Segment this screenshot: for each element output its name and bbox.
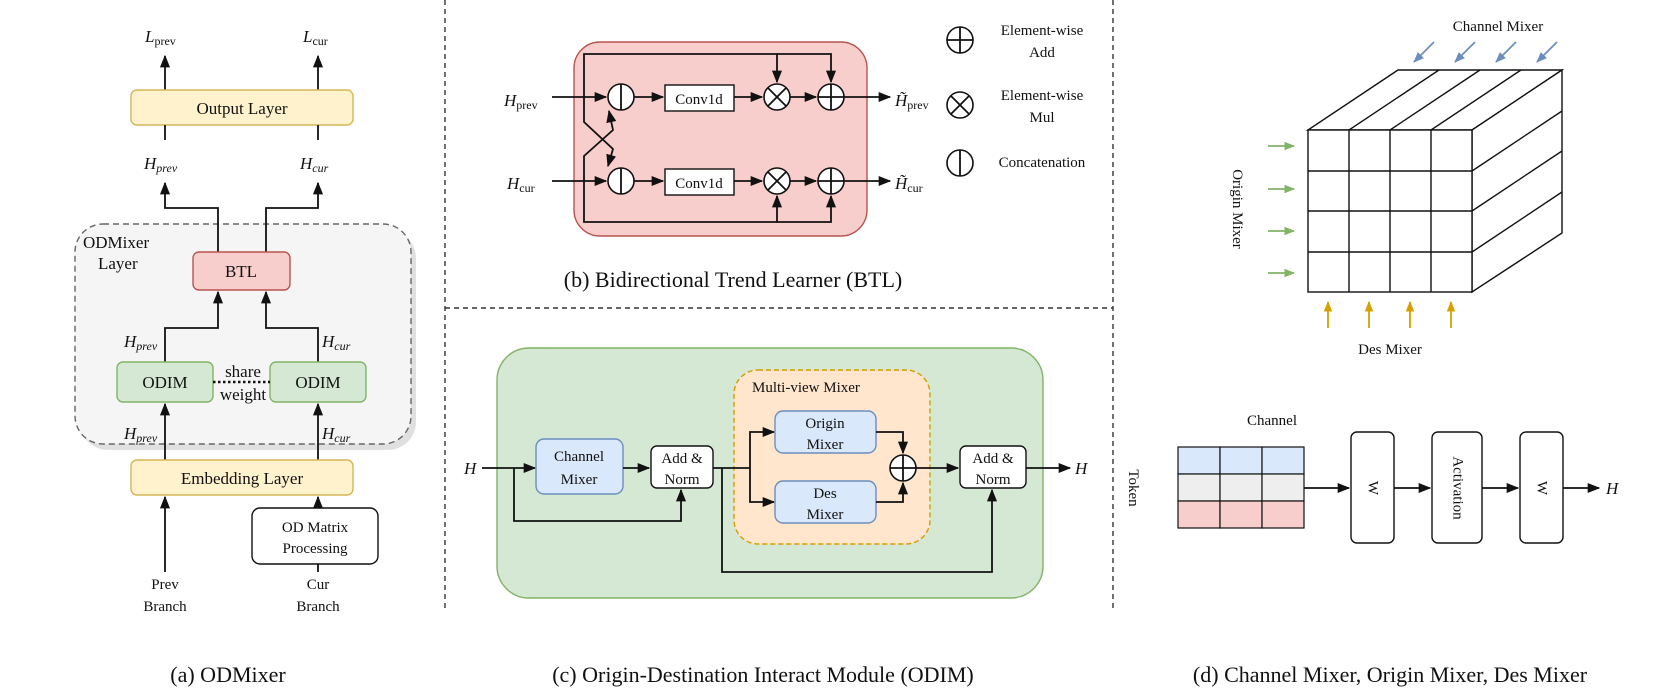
embedding-layer-box	[130, 459, 354, 496]
od-matrix-label-2: Processing	[283, 541, 348, 557]
w2-label: W	[1534, 481, 1550, 496]
channel-mixer-box	[535, 438, 624, 495]
prev-branch-1: Prev	[151, 577, 179, 593]
a-h-cur-top: Hcur	[299, 154, 329, 175]
c-h-input: H	[463, 459, 478, 478]
caption-a: (a) ODMixer	[170, 662, 286, 687]
btl-container	[573, 41, 868, 237]
b-h-prev-in: Hprev	[503, 91, 538, 112]
svg-text:Concatenation: Concatenation	[999, 155, 1086, 171]
odmixer-layer-label-2: Layer	[98, 254, 138, 273]
l-prev-label: Lprev	[144, 27, 176, 48]
channel-mixer-label-d: Channel Mixer	[1453, 19, 1543, 35]
add-norm-box-1	[650, 445, 714, 489]
conv1d-bottom	[664, 168, 735, 196]
b-h-prev-out: H̃prev	[894, 91, 929, 112]
svg-text:Add: Add	[1029, 45, 1055, 61]
channel-arrow-3	[1495, 41, 1517, 63]
output-layer-label: Output Layer	[196, 99, 287, 118]
embedding-layer-label: Embedding Layer	[181, 469, 304, 488]
b-h-cur-in: Hcur	[506, 174, 535, 195]
origin-mixer-label-d: Origin Mixer	[1229, 169, 1245, 249]
add-norm-2-label-1: Add &	[972, 451, 1014, 467]
origin-mixer-label-2: Mixer	[807, 437, 844, 453]
panel-c: Multi-view Mixer H Channel Mixer Add & N…	[463, 347, 1089, 687]
panel-d: Channel Mixer Origin Mi	[1125, 19, 1620, 687]
svg-text:Mul: Mul	[1029, 110, 1054, 126]
channel-arrow-2	[1454, 41, 1476, 63]
des-mixer-label-1: Des	[813, 486, 836, 502]
od-matrix-box	[251, 507, 379, 565]
panel-a: ODMixer Layer Lprev Lcur Output Layer Hp…	[74, 27, 416, 687]
conv1d-top-label: Conv1d	[675, 92, 723, 108]
l-cur-label: Lcur	[302, 27, 328, 48]
btl-label: BTL	[225, 262, 257, 281]
token-channel-matrix	[1177, 446, 1305, 529]
conv1d-bottom-label: Conv1d	[675, 176, 723, 192]
cur-branch-2: Branch	[296, 599, 340, 615]
channel-mixer-label-2: Mixer	[561, 472, 598, 488]
odim-label-cur: ODIM	[295, 373, 340, 392]
weight-label: weight	[220, 385, 267, 404]
a-h-prev-bottom: Hprev	[123, 424, 158, 445]
a-h-prev-mid: Hprev	[123, 332, 158, 353]
add-norm-box-2	[959, 445, 1027, 489]
channel-mixer-label-1: Channel	[554, 449, 604, 465]
add-icon-multi-view	[889, 454, 917, 482]
odmixer-layer-label-1: ODMixer	[83, 233, 149, 252]
add-icon-bottom	[817, 167, 845, 195]
token-label: Token	[1125, 469, 1141, 507]
channel-arrow-1	[1413, 41, 1435, 63]
share-label: share	[225, 362, 261, 381]
add-norm-2-label-2: Norm	[976, 472, 1011, 488]
activation-label: Activation	[1450, 456, 1466, 520]
cur-branch-1: Cur	[307, 577, 330, 593]
d-h-output: H	[1605, 479, 1620, 498]
channel-label: Channel	[1247, 413, 1297, 429]
legend-concat: Concatenation	[946, 149, 1086, 177]
conv1d-top	[664, 84, 735, 112]
prev-branch-2: Branch	[143, 599, 187, 615]
btl-box	[192, 251, 291, 291]
add-icon-top	[817, 83, 845, 111]
caption-c: (c) Origin-Destination Interact Module (…	[552, 662, 974, 687]
panel-b: Hprev Hcur Conv1d Conv1d	[503, 23, 1086, 292]
caption-d: (d) Channel Mixer, Origin Mixer, Des Mix…	[1193, 662, 1588, 687]
od-matrix-label-1: OD Matrix	[282, 520, 349, 536]
caption-b: (b) Bidirectional Trend Learner (BTL)	[564, 267, 902, 292]
multi-view-mixer-label: Multi-view Mixer	[752, 380, 860, 396]
add-norm-1-label-1: Add &	[661, 451, 703, 467]
svg-text:Element-wise: Element-wise	[1001, 88, 1084, 104]
legend-mul: Element-wise Mul	[946, 88, 1084, 126]
des-mixer-label-d: Des Mixer	[1358, 342, 1422, 358]
a-h-cur-bottom: Hcur	[321, 424, 351, 445]
mul-icon-bottom	[763, 167, 791, 195]
a-h-cur-mid: Hcur	[321, 332, 351, 353]
add-norm-1-label-2: Norm	[665, 472, 700, 488]
des-mixer-label-2: Mixer	[807, 507, 844, 523]
b-h-cur-out: H̃cur	[894, 174, 923, 195]
a-h-prev-top: Hprev	[143, 154, 178, 175]
odim-label-prev: ODIM	[142, 373, 187, 392]
output-layer-box	[130, 89, 354, 126]
origin-mixer-label-1: Origin	[805, 416, 845, 432]
c-h-output: H	[1074, 459, 1089, 478]
svg-text:Element-wise: Element-wise	[1001, 23, 1084, 39]
mul-icon-top	[763, 83, 791, 111]
w1-label: W	[1365, 481, 1381, 496]
tensor-cube	[1305, 68, 1565, 294]
legend-add: Element-wise Add	[946, 23, 1084, 61]
channel-arrow-4	[1536, 41, 1558, 63]
